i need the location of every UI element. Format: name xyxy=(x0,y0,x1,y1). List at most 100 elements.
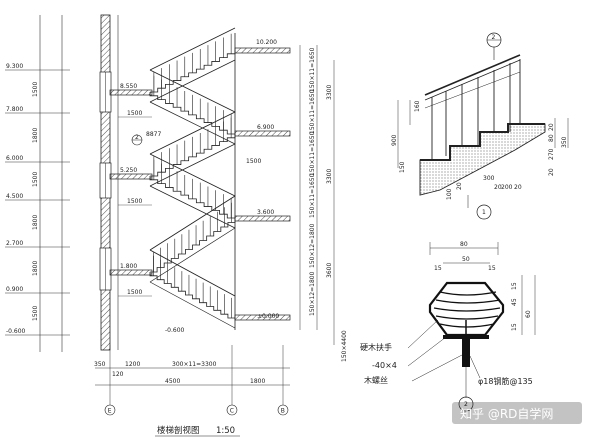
flight-steps xyxy=(150,50,236,93)
detail-dim: 270 xyxy=(548,148,555,160)
steel-bar-label: φ18钢筋@135 xyxy=(478,376,533,386)
detail-1-dims: 160 900 150 20 80 270 350 300 20 200 20 … xyxy=(391,100,568,200)
detail-dim: 200 xyxy=(501,184,513,191)
detail-ref-circle-text: 2 xyxy=(135,134,139,141)
level-dim: 1500 xyxy=(32,82,39,97)
flat-bar-label: -40×4 xyxy=(372,361,397,370)
flight-slab xyxy=(149,227,236,283)
wood-grain xyxy=(433,291,501,328)
detail-2-dims: 80 50 15 15 15 45 15 60 xyxy=(434,241,532,331)
flight-dim: 150×11=1650 xyxy=(309,47,316,92)
detail-dim: 900 xyxy=(391,134,398,146)
flight-steps xyxy=(149,92,235,135)
grid-axis-label: E xyxy=(108,407,112,414)
landing-width-label: 1500 xyxy=(127,289,142,296)
elevation-label: 9.300 xyxy=(6,63,23,70)
detail-step-outline xyxy=(420,123,545,161)
detail-dim: 15 xyxy=(488,265,496,272)
landing-level-label: 8.550 xyxy=(120,83,137,90)
flight-handrail xyxy=(149,27,236,71)
landing-level-label: -0.600 xyxy=(165,327,185,334)
level-dim: 1800 xyxy=(32,128,39,143)
drawing-caption: 楼梯剖视图 xyxy=(157,425,200,436)
flight-slab xyxy=(149,101,236,145)
flight-slab xyxy=(149,185,236,229)
landing-level-label: 1.800 xyxy=(120,263,137,270)
stair-flights xyxy=(149,50,236,329)
detail-dim: 20 xyxy=(548,168,555,176)
left-section: 9.300 7.800 6.000 4.500 2.700 0.900 -0.6… xyxy=(5,14,348,437)
level-dim: 1500 xyxy=(32,306,39,321)
grid-axes: E C B xyxy=(104,404,289,416)
flight-dim: 150×11=1650 xyxy=(309,173,316,218)
detail-2: 80 50 15 15 15 45 15 60 xyxy=(360,241,536,412)
landings xyxy=(109,33,291,330)
flight-dim: 150×12=1800 xyxy=(309,271,316,316)
handrail-label: 硬木扶手 xyxy=(360,342,392,352)
left-level-dims: 1500 1800 1500 1800 1800 1500 xyxy=(32,82,39,321)
steel-bar xyxy=(462,339,470,367)
floor-heights: 3300 3300 3600 150×4400 xyxy=(326,85,348,362)
detail-2-leaders xyxy=(407,319,481,382)
flight-dims: 150×11=1650 150×11=1650 150×11=1650 150×… xyxy=(309,47,316,316)
wall-windows xyxy=(99,71,112,291)
grid-axis-label: B xyxy=(281,407,285,414)
detail-dim: 150 xyxy=(399,161,406,173)
elevation-label: 6.000 xyxy=(6,155,23,162)
bottom-dim: 1800 xyxy=(250,378,265,385)
flight-dim: 150×11=1650 xyxy=(309,89,316,134)
landing-level-label: ±0.000 xyxy=(257,313,279,320)
detail-dim: 100 xyxy=(446,188,453,200)
flight-dim: 150×12=1800 xyxy=(309,223,316,268)
watermark: 知乎 @RD自学网 xyxy=(452,402,582,424)
landing-level-label: 6.900 xyxy=(257,124,274,131)
detail-dim: 300 xyxy=(483,175,495,182)
flight-dim: 150×11=1650 xyxy=(309,131,316,176)
flight-steps xyxy=(149,176,235,219)
landing-level-label: 5.250 xyxy=(120,167,137,174)
detail-dim: 20 xyxy=(494,184,502,191)
screw-label: 木螺丝 xyxy=(364,375,388,385)
flight-steps xyxy=(150,218,236,273)
flight-steps xyxy=(149,272,235,319)
detail-balloon-number: 2 xyxy=(492,34,496,41)
detail-dim: 80 xyxy=(460,241,468,248)
bottom-dim: 350 xyxy=(94,361,106,368)
flight-handrail xyxy=(149,153,236,197)
detail-dim: 20 xyxy=(514,184,522,191)
detail-dim: 350 xyxy=(561,136,568,148)
landing-width-label: 1500 xyxy=(127,110,142,117)
detail-dim: 45 xyxy=(511,298,518,306)
elevation-label: 2.700 xyxy=(6,240,23,247)
landing-level-label: 10.200 xyxy=(256,39,277,46)
watermark-text: 知乎 @RD自学网 xyxy=(460,406,553,421)
detail-handrail xyxy=(424,54,521,96)
detail-dim: 60 xyxy=(525,310,532,318)
flight-handrail xyxy=(149,249,236,297)
drawing-scale: 1:50 xyxy=(216,426,235,436)
total-height: 150×4400 xyxy=(341,330,348,362)
landing-widths: 1500 1500 1500 1500 xyxy=(118,110,261,297)
detail-dim: 50 xyxy=(462,256,470,263)
elevation-label: -0.600 xyxy=(6,328,26,335)
flight-steps xyxy=(150,134,236,177)
floor-height: 3300 xyxy=(326,169,333,184)
detail-ref-circle xyxy=(476,204,492,220)
detail-2-number: 2 xyxy=(464,401,468,408)
bottom-dims: 350 1200 300×11=3300 4500 1800 120 xyxy=(94,361,265,385)
grid-axis-label: C xyxy=(230,407,234,414)
level-dim: 1500 xyxy=(32,172,39,187)
bottom-dim: 4500 xyxy=(165,378,180,385)
detail-dim: 15 xyxy=(511,282,518,290)
elevation-label: 7.800 xyxy=(6,106,23,113)
flight-handrail xyxy=(149,195,236,251)
flight-handrail xyxy=(149,69,236,113)
detail-balusters xyxy=(431,59,521,160)
level-dim: 1800 xyxy=(32,215,39,230)
bottom-dim: 1200 xyxy=(125,361,140,368)
detail-dim: 20 xyxy=(548,123,555,131)
floor-height: 3600 xyxy=(326,263,333,278)
landing-width-label: 1500 xyxy=(246,158,261,165)
balusters xyxy=(149,27,236,318)
bottom-dim: 300×11=3300 xyxy=(172,361,217,368)
